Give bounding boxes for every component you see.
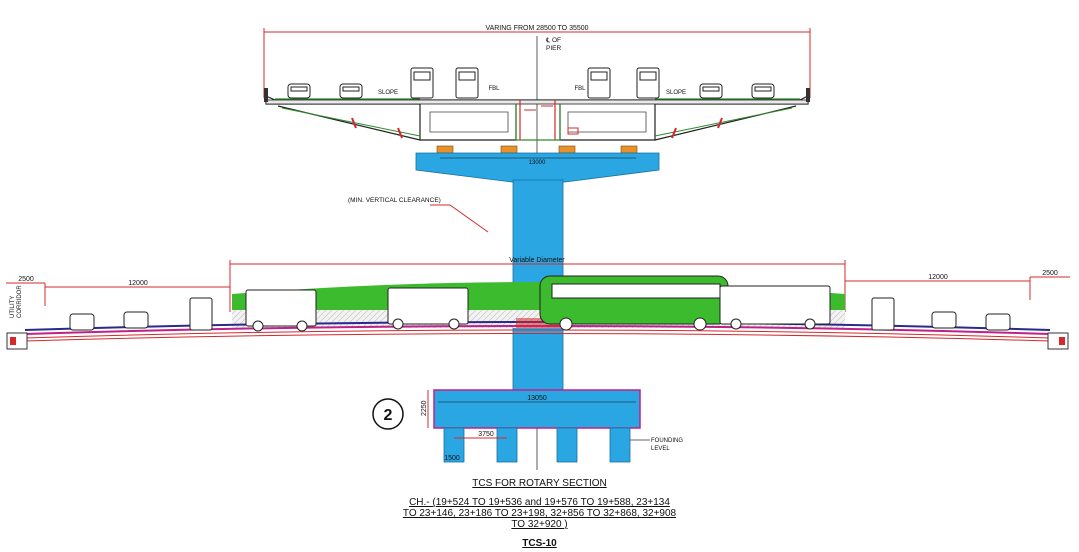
- center-of-pier-label-1: ℄ OF: [545, 37, 561, 44]
- utility-corridor-label-2: CORRIDOR: [17, 285, 23, 318]
- pile-spacing: 3750: [478, 431, 494, 438]
- truck-icon: [410, 67, 434, 99]
- car-icon: [287, 83, 311, 99]
- truck-icon: [636, 67, 660, 99]
- carriageway-width-right: 12000: [928, 274, 948, 281]
- founding-level-label-1: FOUNDING: [651, 438, 683, 444]
- pier-cap: 13000: [415, 152, 660, 183]
- fbl-label-left: FBL: [488, 86, 500, 92]
- truck-icon: [189, 297, 213, 331]
- carriageway-dimensions: 12000 12000 2500 2500 UTILITY CORRIDOR: [6, 270, 1070, 318]
- car-icon: [339, 83, 363, 99]
- center-of-pier-label-2: PIER: [546, 45, 561, 52]
- deck-superstructure: [264, 88, 810, 141]
- clearance-note: (MIN. VERTICAL CLEARANCE): [348, 197, 441, 204]
- car-icon: [123, 311, 149, 329]
- car-icon: [699, 83, 723, 99]
- section-number-marker: 2: [372, 398, 404, 430]
- utility-width-right: 2500: [1042, 270, 1058, 277]
- pile-diameter: 1500: [444, 455, 460, 462]
- truck-icon: [455, 67, 479, 99]
- truck-icon: [587, 67, 611, 99]
- car-icon: [931, 311, 957, 329]
- at-grade-road: [24, 318, 1051, 342]
- piles: [443, 427, 631, 463]
- utility-ducts: [6, 332, 1069, 350]
- caption-title: TCS FOR ROTARY SECTION: [472, 478, 607, 489]
- deck-vehicles: [287, 67, 775, 99]
- founding-level-label-2: LEVEL: [651, 446, 670, 452]
- pile-cap-depth: 2250: [421, 400, 428, 416]
- car-icon: [985, 313, 1011, 331]
- pile-cap: 13050 2250: [421, 389, 641, 429]
- utility-corridor-label-1: UTILITY: [10, 296, 16, 318]
- utility-width-left: 2500: [18, 276, 34, 283]
- pile-cap-width: 13050: [527, 395, 547, 402]
- ground-vehicles: [69, 275, 1011, 332]
- deck-width-dimension: VARING FROM 28500 TO 35500: [263, 25, 811, 98]
- chainage-line-3: TO 32+920 ): [511, 519, 568, 530]
- sheet-number: TCS-10: [522, 538, 557, 549]
- pier-cap-width: 13000: [529, 160, 546, 166]
- truck-icon: [871, 297, 895, 331]
- car-icon: [69, 313, 95, 331]
- fbl-label-right: FBL: [574, 86, 586, 92]
- chainage-line-1: CH.- (19+524 TO 19+536 and 19+576 TO 19+…: [409, 497, 670, 508]
- slope-label-right: SLOPE: [666, 90, 686, 96]
- carriageway-width-left: 12000: [128, 280, 148, 287]
- car-icon: [751, 83, 775, 99]
- truck-icon: [719, 285, 831, 330]
- clearance-callout: (MIN. VERTICAL CLEARANCE): [348, 197, 489, 233]
- truck-icon: [245, 289, 317, 332]
- bus-icon: [539, 275, 729, 331]
- pier-diameter-note: Variable Diameter: [509, 257, 565, 264]
- truck-icon: [387, 287, 469, 330]
- chainage-line-2: TO 23+146, 23+186 TO 23+198, 32+856 TO 3…: [402, 508, 677, 519]
- slope-label-left: SLOPE: [378, 90, 398, 96]
- section-number: 2: [384, 407, 393, 424]
- deck-width-note: VARING FROM 28500 TO 35500: [485, 25, 588, 32]
